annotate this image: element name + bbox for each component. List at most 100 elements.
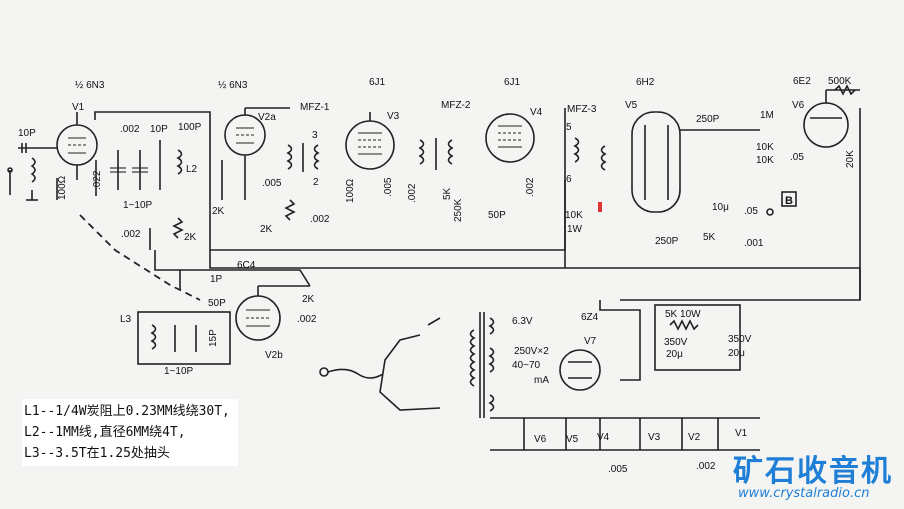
- v1-tube-ref: V1: [72, 102, 85, 113]
- r-100-a-label: 100Ω: [57, 175, 68, 200]
- rails: [94, 108, 861, 301]
- tube-v6: 500K 6E2 V6 .05 20K: [790, 76, 860, 168]
- mfz3-pin6: 6: [566, 174, 572, 185]
- filter-mfz3: MFZ-3 5 6 10K 1W: [565, 104, 607, 235]
- v7-tube-ref: V7: [584, 336, 597, 347]
- c-350v-a-label: 350V: [664, 337, 688, 348]
- tube-v1: V1 ½ 6N3: [56, 80, 105, 180]
- l2-label: L2: [186, 164, 198, 175]
- heater-v6-label: V6: [534, 434, 547, 445]
- c-50p-a-label: 50P: [488, 210, 506, 221]
- tube-label-6z4: 6Z4: [581, 312, 599, 323]
- r-250k-label: 250K: [453, 198, 464, 222]
- tube-label-6c4: 6C4: [237, 260, 256, 271]
- r-500k-label: 500K: [828, 76, 852, 87]
- c-250p-b-label: 250P: [655, 236, 679, 247]
- hv-250x2-label: 250V×2: [514, 346, 549, 357]
- v2a-tube-ref: V2a: [258, 112, 276, 123]
- heater-v4-label: V4: [597, 432, 610, 443]
- mfz1-pin2: 2: [313, 177, 319, 188]
- r-2k-c-label: 2K: [260, 224, 273, 235]
- c-20u-b-label: 20μ: [728, 348, 745, 359]
- v6-tube-ref: V6: [792, 100, 805, 111]
- watermark-url: www.crystalradio.cn: [738, 486, 870, 501]
- mfz2-label: MFZ-2: [441, 100, 471, 111]
- r-1w-label: 1W: [567, 224, 583, 235]
- mfz3-label: MFZ-3: [567, 104, 597, 115]
- tube-label-6j1-2: 6J1: [504, 77, 521, 88]
- c-005-a-label: .005: [262, 178, 282, 189]
- r-10k-a-label: 10K: [756, 142, 774, 153]
- c-001-label: .001: [744, 238, 764, 249]
- c-350v-b-label: 350V: [728, 334, 752, 345]
- note-l3: L3--3.5T在1.25处抽头: [24, 446, 170, 461]
- r-10k-b-label: 10K: [756, 155, 774, 166]
- c-002-c-label: .002: [310, 214, 330, 225]
- heater-v1-label: V1: [735, 428, 748, 439]
- tube-v3: V3 6J1 100Ω .005: [345, 77, 400, 203]
- c-50p-b-label: 50P: [208, 298, 226, 309]
- c-005-b-label: .005: [383, 177, 394, 197]
- v5-tube-ref: V5: [625, 100, 638, 111]
- note-l2: L2--1MM线,直径6MM绕4T,: [24, 425, 186, 440]
- r-100-b-label: 100Ω: [345, 178, 356, 203]
- watermark-brand: 矿石收音机: [733, 454, 893, 489]
- c-002-b-label: .002: [121, 229, 141, 240]
- r-5k-10w-label: 5K 10W: [665, 309, 701, 320]
- filter-mfz2: MFZ-2 5K .002 250K 50P: [407, 100, 506, 222]
- input-section: 10P 100Ω .022: [7, 128, 103, 201]
- c-10p-a-label: 10P: [150, 124, 168, 135]
- note-l1: L1--1/4W炭阻上0.23MM线绕30T,: [24, 404, 230, 419]
- tube-label-6h2: 6H2: [636, 77, 655, 88]
- heater-005-label: .005: [608, 464, 628, 475]
- tube-v2a: V2a ½ 6N3 2K 2K .005 .002: [212, 80, 330, 235]
- hv-current-label: 40~70: [512, 360, 541, 371]
- c-1p-label: 1P: [210, 274, 223, 285]
- heater-002-label: .002: [696, 461, 716, 472]
- filter-mfz1: MFZ-1 3 2: [286, 102, 330, 188]
- r-2k-b-label: 2K: [212, 206, 225, 217]
- c-10u-label: 10μ: [712, 202, 729, 213]
- c-002-d-label: .002: [407, 183, 418, 203]
- v3-tube-ref: V3: [387, 111, 400, 122]
- mfz3-pin5: 5: [566, 122, 572, 133]
- b-box-label: B: [785, 195, 793, 207]
- c-20u-a-label: 20μ: [666, 349, 683, 360]
- r-1m-label: 1M: [760, 110, 774, 121]
- v4-tube-ref: V4: [530, 107, 543, 118]
- c-1-10p-label: 1~10P: [123, 200, 153, 211]
- heater-v2-label: V2: [688, 432, 701, 443]
- c-002-e-label: .002: [525, 177, 536, 197]
- tube-v2b: 6C4 V2b 2K .002 1P 50P 15P: [208, 260, 317, 361]
- mfz1-pin3: 3: [312, 130, 318, 141]
- r-20k-label: 20K: [845, 150, 856, 168]
- tube-label-6e2: 6E2: [793, 76, 811, 87]
- c-05-a-label: .05: [790, 152, 804, 163]
- c-002-f-label: .002: [297, 314, 317, 325]
- r-2k-a-label: 2K: [184, 232, 197, 243]
- l3-label: L3: [120, 314, 132, 325]
- r-5k-b-label: 5K: [703, 232, 716, 243]
- heater-v5-label: V5: [566, 434, 579, 445]
- tube-label-6j1-1: 6J1: [369, 77, 386, 88]
- c-250p-a-label: 250P: [696, 114, 720, 125]
- tube-label-6n3-2: ½ 6N3: [218, 80, 248, 91]
- c-100p-label: 100P: [178, 122, 202, 133]
- c-10p-input-label: 10P: [18, 128, 36, 139]
- r-2k-d-label: 2K: [302, 294, 315, 305]
- r-5k-label: 5K: [442, 187, 453, 200]
- heater-string: V6 V5 V4 V3 V2 V1 .005 .002: [490, 417, 760, 475]
- power-supply: 5K 10W 350V 20μ 350V 20μ 6.3V 6Z4 250V×2…: [319, 300, 752, 418]
- tube-v4: V4 6J1 .002: [485, 77, 543, 197]
- c-1-10p-b-label: 1~10P: [164, 366, 194, 377]
- tube-label-6n3-1: ½ 6N3: [75, 80, 105, 91]
- tube-v5: V5 6H2 250P 1M 10K 10K 10μ .05 250P 5K .…: [625, 77, 797, 249]
- r-10k-1w-label: 10K: [565, 210, 583, 221]
- c-002-a-label: .002: [120, 124, 140, 135]
- c-15p-label: 15P: [208, 329, 219, 347]
- hv-ma-label: mA: [534, 375, 549, 386]
- c-022-label: .022: [92, 170, 103, 190]
- tank-l3: L3 1~10P: [120, 311, 231, 377]
